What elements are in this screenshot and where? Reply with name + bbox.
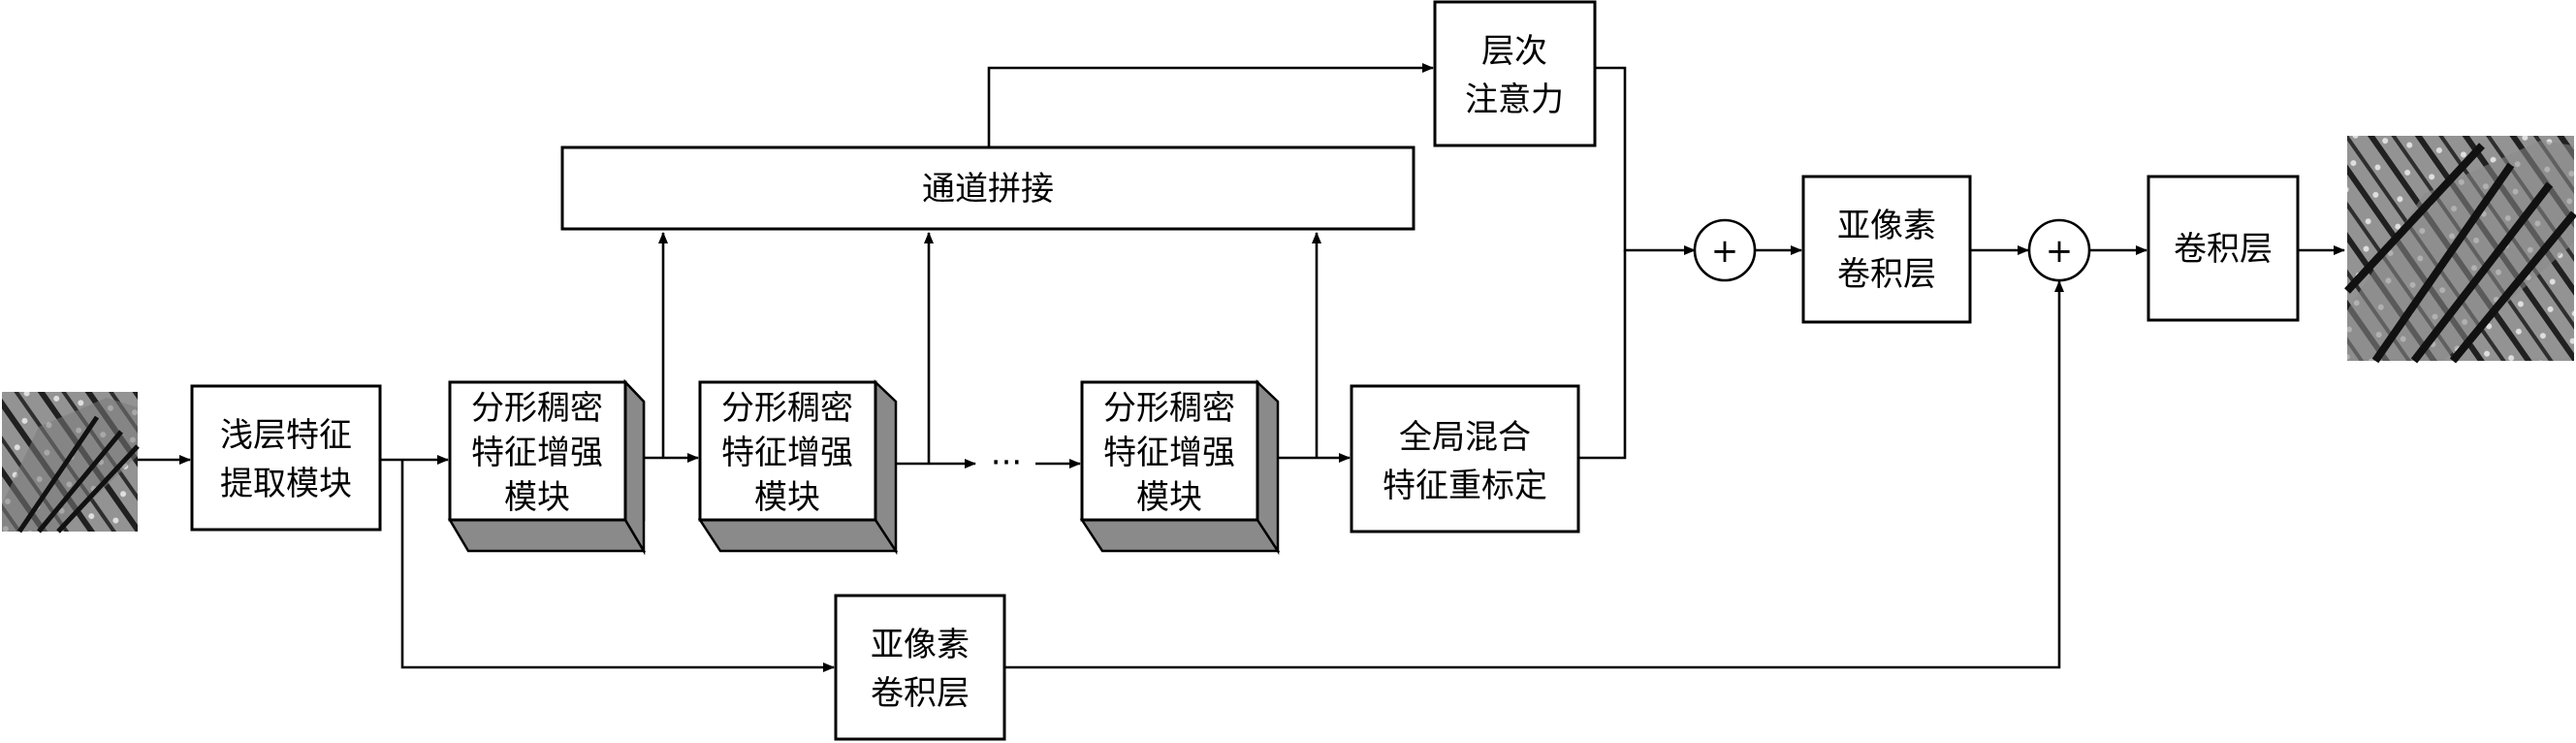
fdfe3-label-line2: 特征增强 (1103, 434, 1235, 472)
fdfe1-label-line1: 分形稠密 (471, 389, 603, 428)
fdfe-block-1: 分形稠密 特征增强 模块 (447, 378, 647, 556)
global-label-line2: 特征重标定 (1383, 467, 1547, 505)
arrow-concat-to-attention (987, 63, 1434, 147)
attention-label-line2: 注意力 (1465, 81, 1564, 119)
fdfe3-label-line1: 分形稠密 (1103, 389, 1235, 428)
connections (138, 63, 2345, 672)
shallow-label-line2: 提取模块 (220, 465, 352, 503)
fdfe3-label-line3: 模块 (1136, 478, 1202, 517)
fdfe2-label-line2: 特征增强 (721, 434, 853, 472)
conv-label: 卷积层 (2174, 230, 2273, 269)
fdfe-block-2: 分形稠密 特征增强 模块 (697, 379, 899, 556)
concat-label: 通道拼接 (922, 170, 1054, 209)
fdfe1-label-line3: 模块 (504, 478, 570, 517)
subpixel-top-line1: 亚像素 (1837, 207, 1936, 245)
ellipsis: ··· (991, 443, 1022, 482)
arrow-shallow-to-subpixel-bottom (400, 460, 835, 672)
shallow-label-line1: 浅层特征 (220, 416, 352, 455)
fdfe1-label-line2: 特征增强 (471, 434, 603, 472)
global-label-line1: 全局混合 (1399, 418, 1531, 457)
subpixel-top-line2: 卷积层 (1837, 255, 1936, 294)
subpixel-bottom-line2: 卷积层 (871, 674, 970, 713)
fdfe2-label-line3: 模块 (754, 478, 820, 517)
sum2-plus: + (2046, 232, 2074, 271)
output-image (2344, 136, 2576, 364)
conv-layer-block: 卷积层 (2147, 175, 2300, 322)
input-image (2, 392, 140, 533)
hierarchical-attention-block: 层次 注意力 (1433, 0, 1597, 147)
sum1-plus: + (1711, 232, 1739, 271)
global-recalibration-block: 全局混合 特征重标定 (1350, 384, 1580, 533)
fdfe-block-3: 分形稠密 特征增强 模块 (1079, 379, 1281, 556)
arrow-attention-to-sum1 (1595, 66, 1696, 255)
subpixel-bottom-line1: 亚像素 (871, 626, 970, 664)
subpixel-conv-top: 亚像素 卷积层 (1801, 175, 1972, 324)
sum-node-2: + (2027, 218, 2091, 282)
sum-node-1: + (1693, 218, 1757, 282)
channel-concat-block: 通道拼接 (560, 145, 1415, 231)
subpixel-conv-bottom: 亚像素 卷积层 (834, 594, 1006, 741)
arrow-subpixel-bottom-to-sum2 (1004, 280, 2064, 669)
attention-label-line1: 层次 (1481, 32, 1547, 71)
line-global-to-sum1 (1578, 250, 1627, 460)
shallow-feature-block: 浅层特征 提取模块 (190, 384, 382, 532)
fdfe2-label-line1: 分形稠密 (721, 389, 853, 428)
